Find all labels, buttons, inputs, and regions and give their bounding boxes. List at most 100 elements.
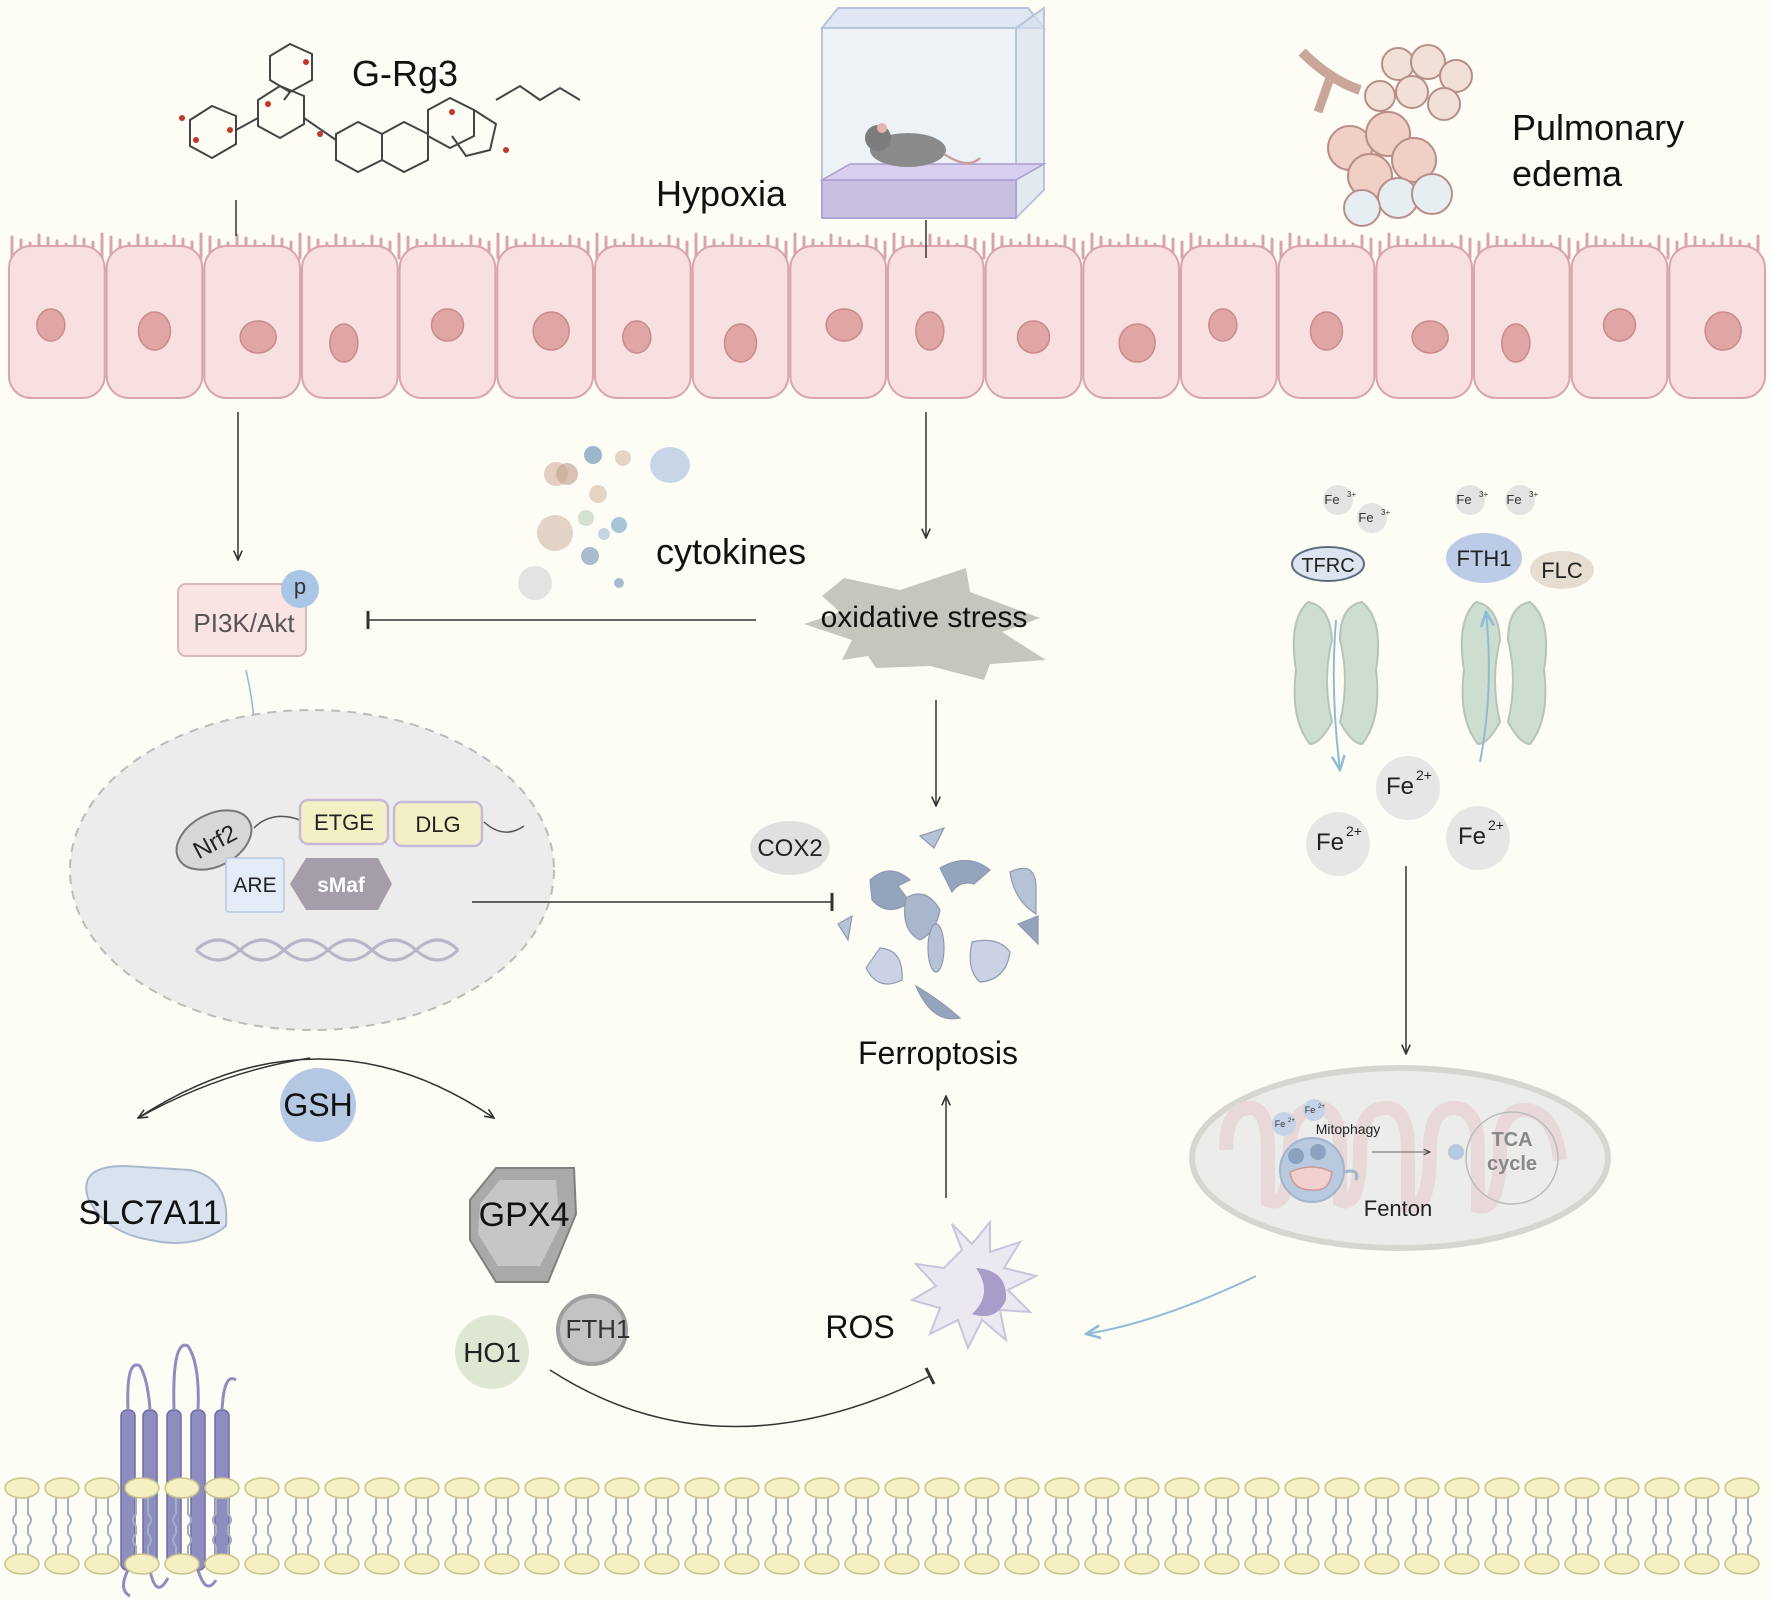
epithelial-cell [691, 245, 790, 399]
gpx4-hexagon-inner [478, 1180, 560, 1266]
etge-domain [298, 798, 390, 846]
cell-nucleus [1016, 320, 1051, 354]
mito-fe-ion-2: Fe 2+ [1303, 1099, 1325, 1121]
svg-text:Fe: Fe [1506, 492, 1521, 507]
lipid-bilayer-membrane [4, 1477, 1760, 1575]
fe2-ion-3: Fe 2+ [1446, 806, 1510, 870]
oxidative-stress-burst-icon [804, 568, 1046, 680]
are-label: ARE [233, 874, 276, 897]
flc-label: FLC [1541, 558, 1583, 583]
cell-nucleus [1118, 323, 1156, 363]
cell-nucleus [622, 320, 652, 354]
oxidative-stress-label: oxidative stress [821, 601, 1028, 634]
svg-text:Fe: Fe [1324, 492, 1339, 507]
gpx4-label: GPX4 [479, 1196, 570, 1234]
cell-nucleus [1411, 320, 1449, 354]
slc7a11-label: SLC7A11 [78, 1194, 221, 1232]
tfrc-receptor [1291, 546, 1365, 582]
ho1-badge [455, 1315, 529, 1389]
cell-nucleus [137, 311, 172, 351]
mitochondrion-cristae [1219, 1100, 1567, 1214]
svg-text:Fe: Fe [1358, 510, 1373, 525]
svg-text:Fe: Fe [1316, 829, 1344, 856]
ferroptosis-fragments-icon [837, 826, 1039, 1020]
flc-badge [1530, 551, 1594, 589]
mito-fe-ion-1: Fe 2+ [1272, 1112, 1296, 1136]
svg-text:Fe: Fe [1458, 823, 1486, 850]
fth1-bottom-label: FTH1 [566, 1314, 631, 1344]
are-element [225, 857, 285, 913]
cell-nucleus [1704, 311, 1742, 351]
pulmonary-label-line1: Pulmonary [1512, 107, 1684, 148]
hypoxia-label: Hypoxia [656, 173, 787, 214]
cell-nucleus [430, 308, 465, 342]
etge-label: ETGE [314, 810, 374, 835]
tfrc-label: TFRC [1301, 555, 1354, 577]
fe2-ion-1: Fe 2+ [1376, 756, 1440, 820]
phospho-label: p [294, 574, 306, 599]
phospho-badge [281, 570, 319, 608]
cell-nucleus [329, 323, 359, 363]
svg-text:3+: 3+ [1381, 508, 1390, 517]
g-rg3-label: G-Rg3 [352, 53, 458, 94]
epithelial-cell [1473, 245, 1571, 399]
cox2-badge [750, 821, 830, 875]
fe3-ion-3: Fe 3+ [1455, 485, 1488, 515]
fe2-ion-2: Fe 2+ [1306, 812, 1370, 876]
svg-text:Fe: Fe [1275, 1119, 1286, 1129]
mitophagy-label: Mitophagy [1316, 1121, 1381, 1137]
cell-nucleus [36, 308, 66, 342]
tca-label-line1: TCA [1491, 1129, 1532, 1151]
pulmonary-label-line2: edema [1512, 153, 1623, 194]
ho1-label: HO1 [463, 1337, 521, 1368]
ros-cell-icon [909, 1219, 1039, 1351]
pi3k-akt-box [177, 583, 307, 657]
svg-text:Fe: Fe [1386, 773, 1414, 800]
dna-helix-icon [194, 938, 460, 962]
gsh-arc-left-arrow [138, 1057, 311, 1118]
iron-export-channel-icon [1460, 600, 1548, 763]
epithelial-cell [1082, 245, 1181, 399]
cox2-label: COX2 [757, 835, 822, 862]
fth1-top-label: FTH1 [1457, 546, 1512, 571]
gsh-label: GSH [283, 1087, 352, 1123]
epithelial-cell-layer [8, 232, 1767, 399]
cell-nucleus [1309, 311, 1344, 351]
iron-import-channel-icon [1292, 600, 1380, 770]
cell-nucleus [1208, 308, 1238, 342]
epithelial-cell [301, 245, 399, 399]
svg-text:2+: 2+ [1346, 823, 1362, 839]
cell-nucleus [239, 320, 277, 354]
svg-text:2+: 2+ [1488, 817, 1504, 833]
hypoxia-chamber-icon [819, 6, 1047, 221]
fenton-label: Fenton [1364, 1196, 1433, 1221]
cell-nucleus [723, 323, 758, 363]
svg-text:Fe: Fe [1305, 1105, 1316, 1115]
svg-text:2+: 2+ [1318, 1104, 1325, 1110]
smaf-protein [290, 858, 392, 910]
tca-cycle-ring [1465, 1111, 1559, 1205]
cell-nucleus [915, 311, 945, 351]
ros-label: ROS [825, 1309, 894, 1345]
gsh-badge [280, 1068, 356, 1142]
smaf-label: sMaf [317, 874, 366, 897]
fth1-bottom-badge [556, 1294, 628, 1366]
arrow-mito-to-ros [1086, 1275, 1257, 1334]
svg-text:3+: 3+ [1529, 490, 1538, 499]
nrf2-tether [253, 815, 525, 833]
svg-text:Fe: Fe [1456, 492, 1471, 507]
cell-nucleus [1602, 308, 1637, 342]
cell-nucleus [825, 308, 863, 342]
fth1-top-badge [1446, 533, 1522, 583]
inhibit-ho1-to-ros [549, 1367, 936, 1428]
svg-text:3+: 3+ [1479, 490, 1488, 499]
svg-text:3+: 3+ [1347, 490, 1356, 499]
slc7a11-protein [85, 1164, 228, 1244]
svg-text:2+: 2+ [1416, 767, 1432, 783]
cytokine-particles-icon [518, 446, 690, 600]
ferroptosis-label: Ferroptosis [858, 1035, 1018, 1071]
tca-label-line2: cycle [1487, 1153, 1537, 1175]
fe3-ion-1: Fe 3+ [1323, 485, 1356, 515]
cytokines-label: cytokines [656, 531, 806, 572]
